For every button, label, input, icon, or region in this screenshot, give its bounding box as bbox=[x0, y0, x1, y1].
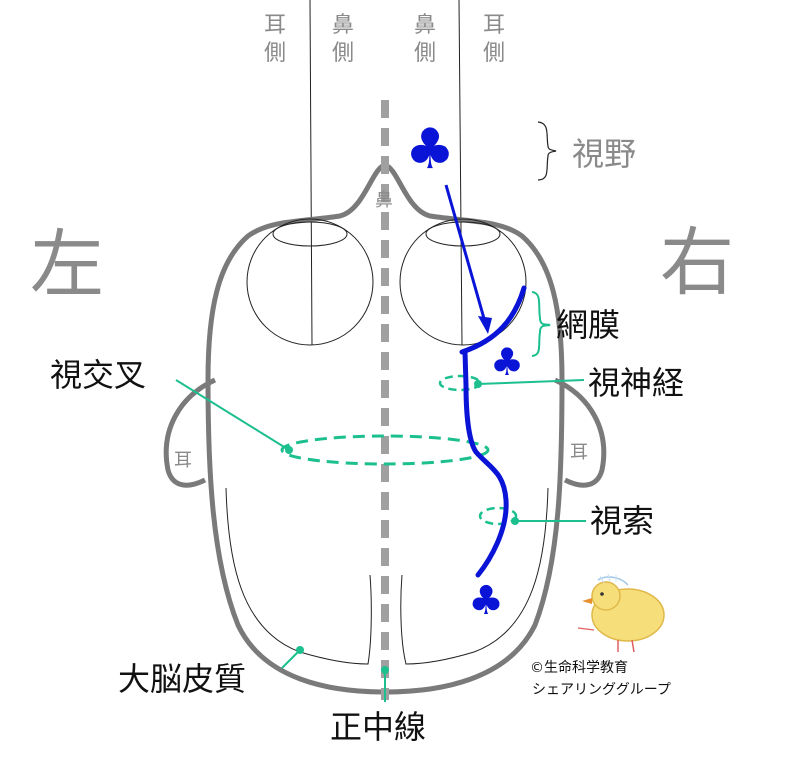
visual-field-bracket bbox=[537, 121, 557, 181]
label-ear-left: 耳 bbox=[174, 450, 192, 471]
label-cerebral-cortex: 大脳皮質 bbox=[118, 660, 246, 698]
label-ear-side-left-1: 耳 bbox=[264, 13, 286, 38]
ear-left-shape bbox=[163, 377, 217, 488]
label-nose-side-right-1: 鼻 bbox=[414, 13, 436, 38]
club-icon-cortex: ♣ bbox=[468, 578, 504, 624]
club-icon-retina: ♣ bbox=[490, 340, 524, 384]
label-ear-side-right-1: 耳 bbox=[483, 13, 505, 38]
label-nose-side-right-2: 側 bbox=[414, 41, 436, 66]
label-optic-chiasm: 視交叉 bbox=[50, 356, 146, 394]
cortex-left-line bbox=[225, 487, 372, 665]
chick-mascot-icon bbox=[577, 573, 665, 653]
label-ear-side-left-2: 側 bbox=[264, 41, 286, 66]
cortex-leader bbox=[281, 649, 301, 669]
credit-line-1: ©生命科学教育 bbox=[530, 659, 628, 676]
retina-bracket bbox=[531, 291, 551, 357]
field-line-right-outer bbox=[458, 0, 463, 346]
chiasm-leader bbox=[175, 379, 290, 451]
label-nose-side-left-2: 側 bbox=[332, 41, 354, 66]
optic-nerve-ellipse bbox=[438, 374, 482, 392]
label-left: 左 bbox=[30, 222, 104, 308]
nerve-leader bbox=[477, 379, 585, 385]
label-midline: 正中線 bbox=[330, 708, 426, 746]
club-icon-visual-field: ♣ bbox=[405, 117, 455, 182]
label-visual-field: 視野 bbox=[572, 135, 636, 173]
arrowhead-icon bbox=[478, 316, 492, 334]
label-right: 右 bbox=[660, 220, 734, 306]
eye-right bbox=[399, 218, 527, 346]
optic-pathway-line bbox=[462, 349, 509, 578]
label-nose-side-left-1: 鼻 bbox=[332, 13, 354, 38]
label-optic-tract: 視索 bbox=[590, 502, 654, 540]
retina-arc bbox=[459, 285, 527, 355]
field-line-left-outer bbox=[309, 0, 313, 346]
optic-chiasm-ellipse bbox=[280, 434, 490, 466]
light-ray-arrow-line bbox=[444, 184, 487, 323]
eye-left bbox=[246, 218, 374, 346]
cortex-right-line bbox=[400, 487, 549, 665]
label-nose: 鼻 bbox=[375, 190, 393, 211]
label-optic-nerve: 視神経 bbox=[588, 364, 684, 402]
credit-line-2: シェアリンググループ bbox=[532, 682, 671, 698]
label-ear-side-right-2: 側 bbox=[483, 41, 505, 66]
label-ear-right: 耳 bbox=[570, 442, 588, 463]
optic-tract-ellipse bbox=[478, 506, 518, 526]
ear-right-shape bbox=[553, 377, 607, 488]
lens-left bbox=[272, 221, 348, 247]
label-retina: 網膜 bbox=[556, 306, 620, 344]
